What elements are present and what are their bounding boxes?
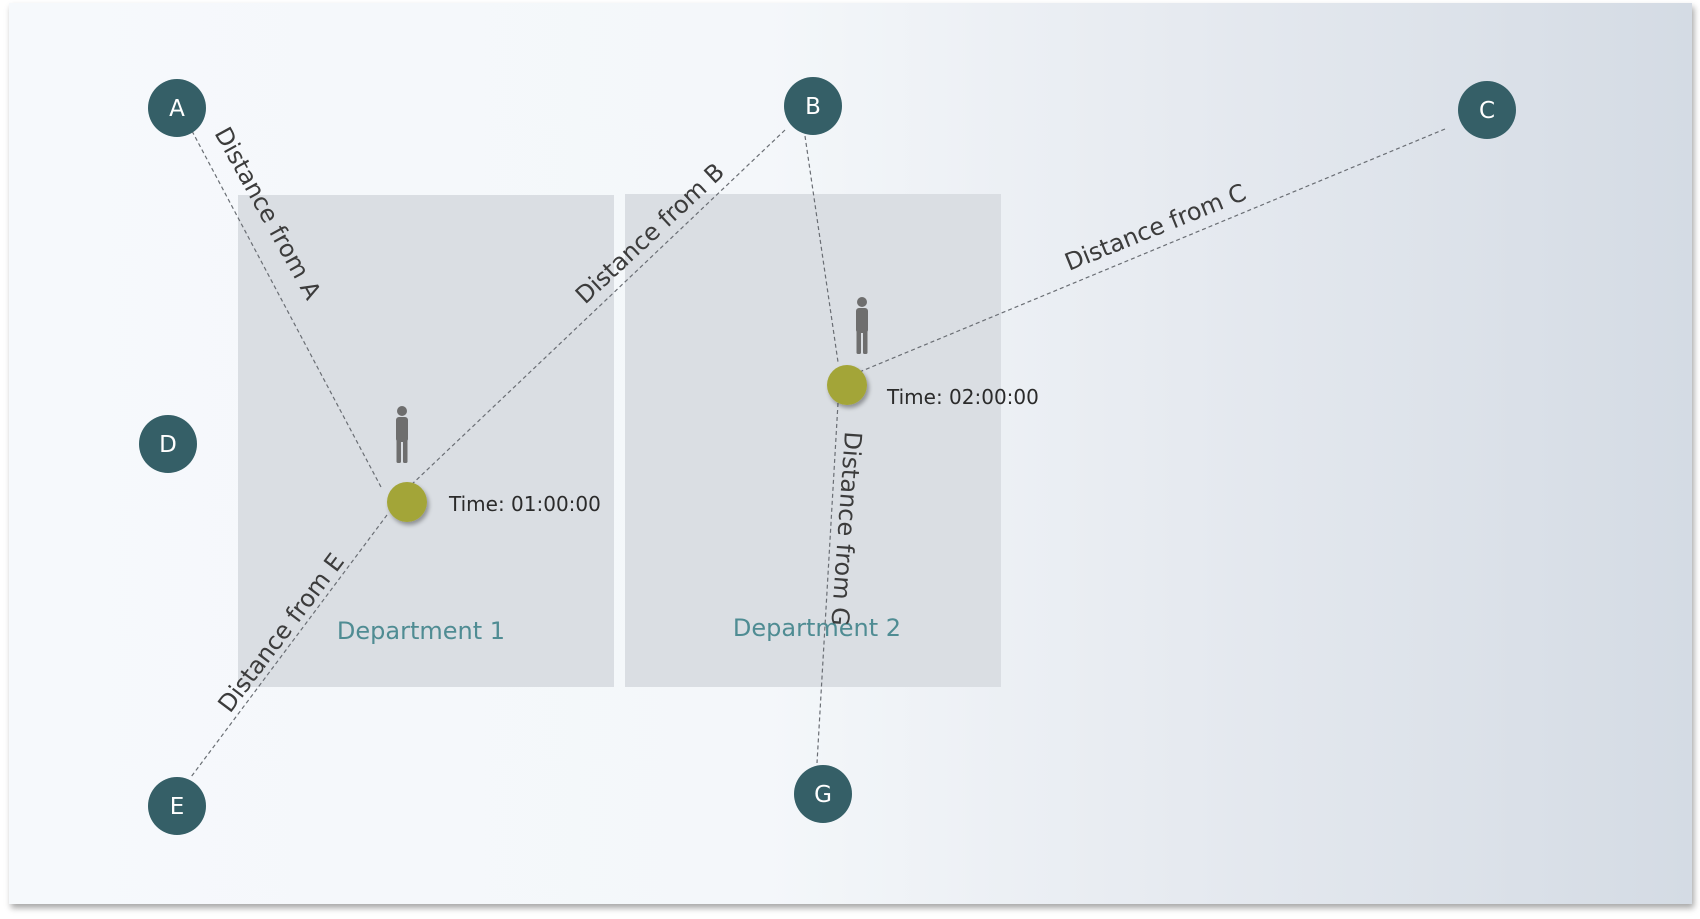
node-d[interactable]: D bbox=[139, 415, 197, 473]
node-d-label: D bbox=[159, 432, 177, 458]
department-2-area[interactable] bbox=[625, 194, 1001, 687]
node-a-label: A bbox=[169, 96, 185, 122]
node-b-circle[interactable] bbox=[784, 77, 842, 135]
department-2-label: Department 2 bbox=[733, 614, 901, 642]
node-c[interactable]: C bbox=[1458, 81, 1516, 139]
distance-line-c bbox=[856, 128, 1446, 374]
node-c-label: C bbox=[1479, 98, 1495, 124]
node-e[interactable]: E bbox=[148, 777, 206, 835]
distance-line-e bbox=[190, 514, 388, 778]
person-icon bbox=[396, 406, 408, 463]
worker-2-time: Time: 02:00:00 bbox=[886, 385, 1039, 409]
worker-1-time: Time: 01:00:00 bbox=[448, 492, 601, 516]
node-e-circle[interactable] bbox=[148, 777, 206, 835]
person-icon bbox=[856, 297, 868, 354]
distance-line-b-w1 bbox=[408, 129, 786, 488]
worker-1-marker[interactable] bbox=[387, 482, 427, 522]
department-1-area[interactable] bbox=[238, 195, 614, 687]
worker-2-marker[interactable] bbox=[827, 365, 867, 405]
worker-2[interactable]: Time: 02:00:00 bbox=[827, 297, 1039, 409]
diagram-canvas: Department 1 Department 2 Distance from … bbox=[9, 3, 1692, 904]
department-2[interactable]: Department 2 bbox=[625, 194, 1001, 687]
distance-label-c: Distance from C bbox=[1061, 178, 1250, 276]
department-1-label: Department 1 bbox=[337, 617, 505, 645]
node-c-circle[interactable] bbox=[1458, 81, 1516, 139]
node-b-label: B bbox=[805, 94, 821, 120]
node-b[interactable]: B bbox=[784, 77, 842, 135]
node-a[interactable]: A bbox=[148, 79, 206, 137]
node-g-label: G bbox=[814, 782, 832, 808]
floor-plan-svg: Department 1 Department 2 Distance from … bbox=[139, 77, 1516, 835]
department-1[interactable]: Department 1 bbox=[238, 195, 614, 687]
worker-1[interactable]: Time: 01:00:00 bbox=[387, 406, 601, 522]
node-g-circle[interactable] bbox=[794, 765, 852, 823]
distance-line-b-w2 bbox=[804, 135, 839, 363]
node-e-label: E bbox=[170, 794, 185, 820]
node-g[interactable]: G bbox=[794, 765, 852, 823]
node-d-circle[interactable] bbox=[139, 415, 197, 473]
node-a-circle[interactable] bbox=[148, 79, 206, 137]
